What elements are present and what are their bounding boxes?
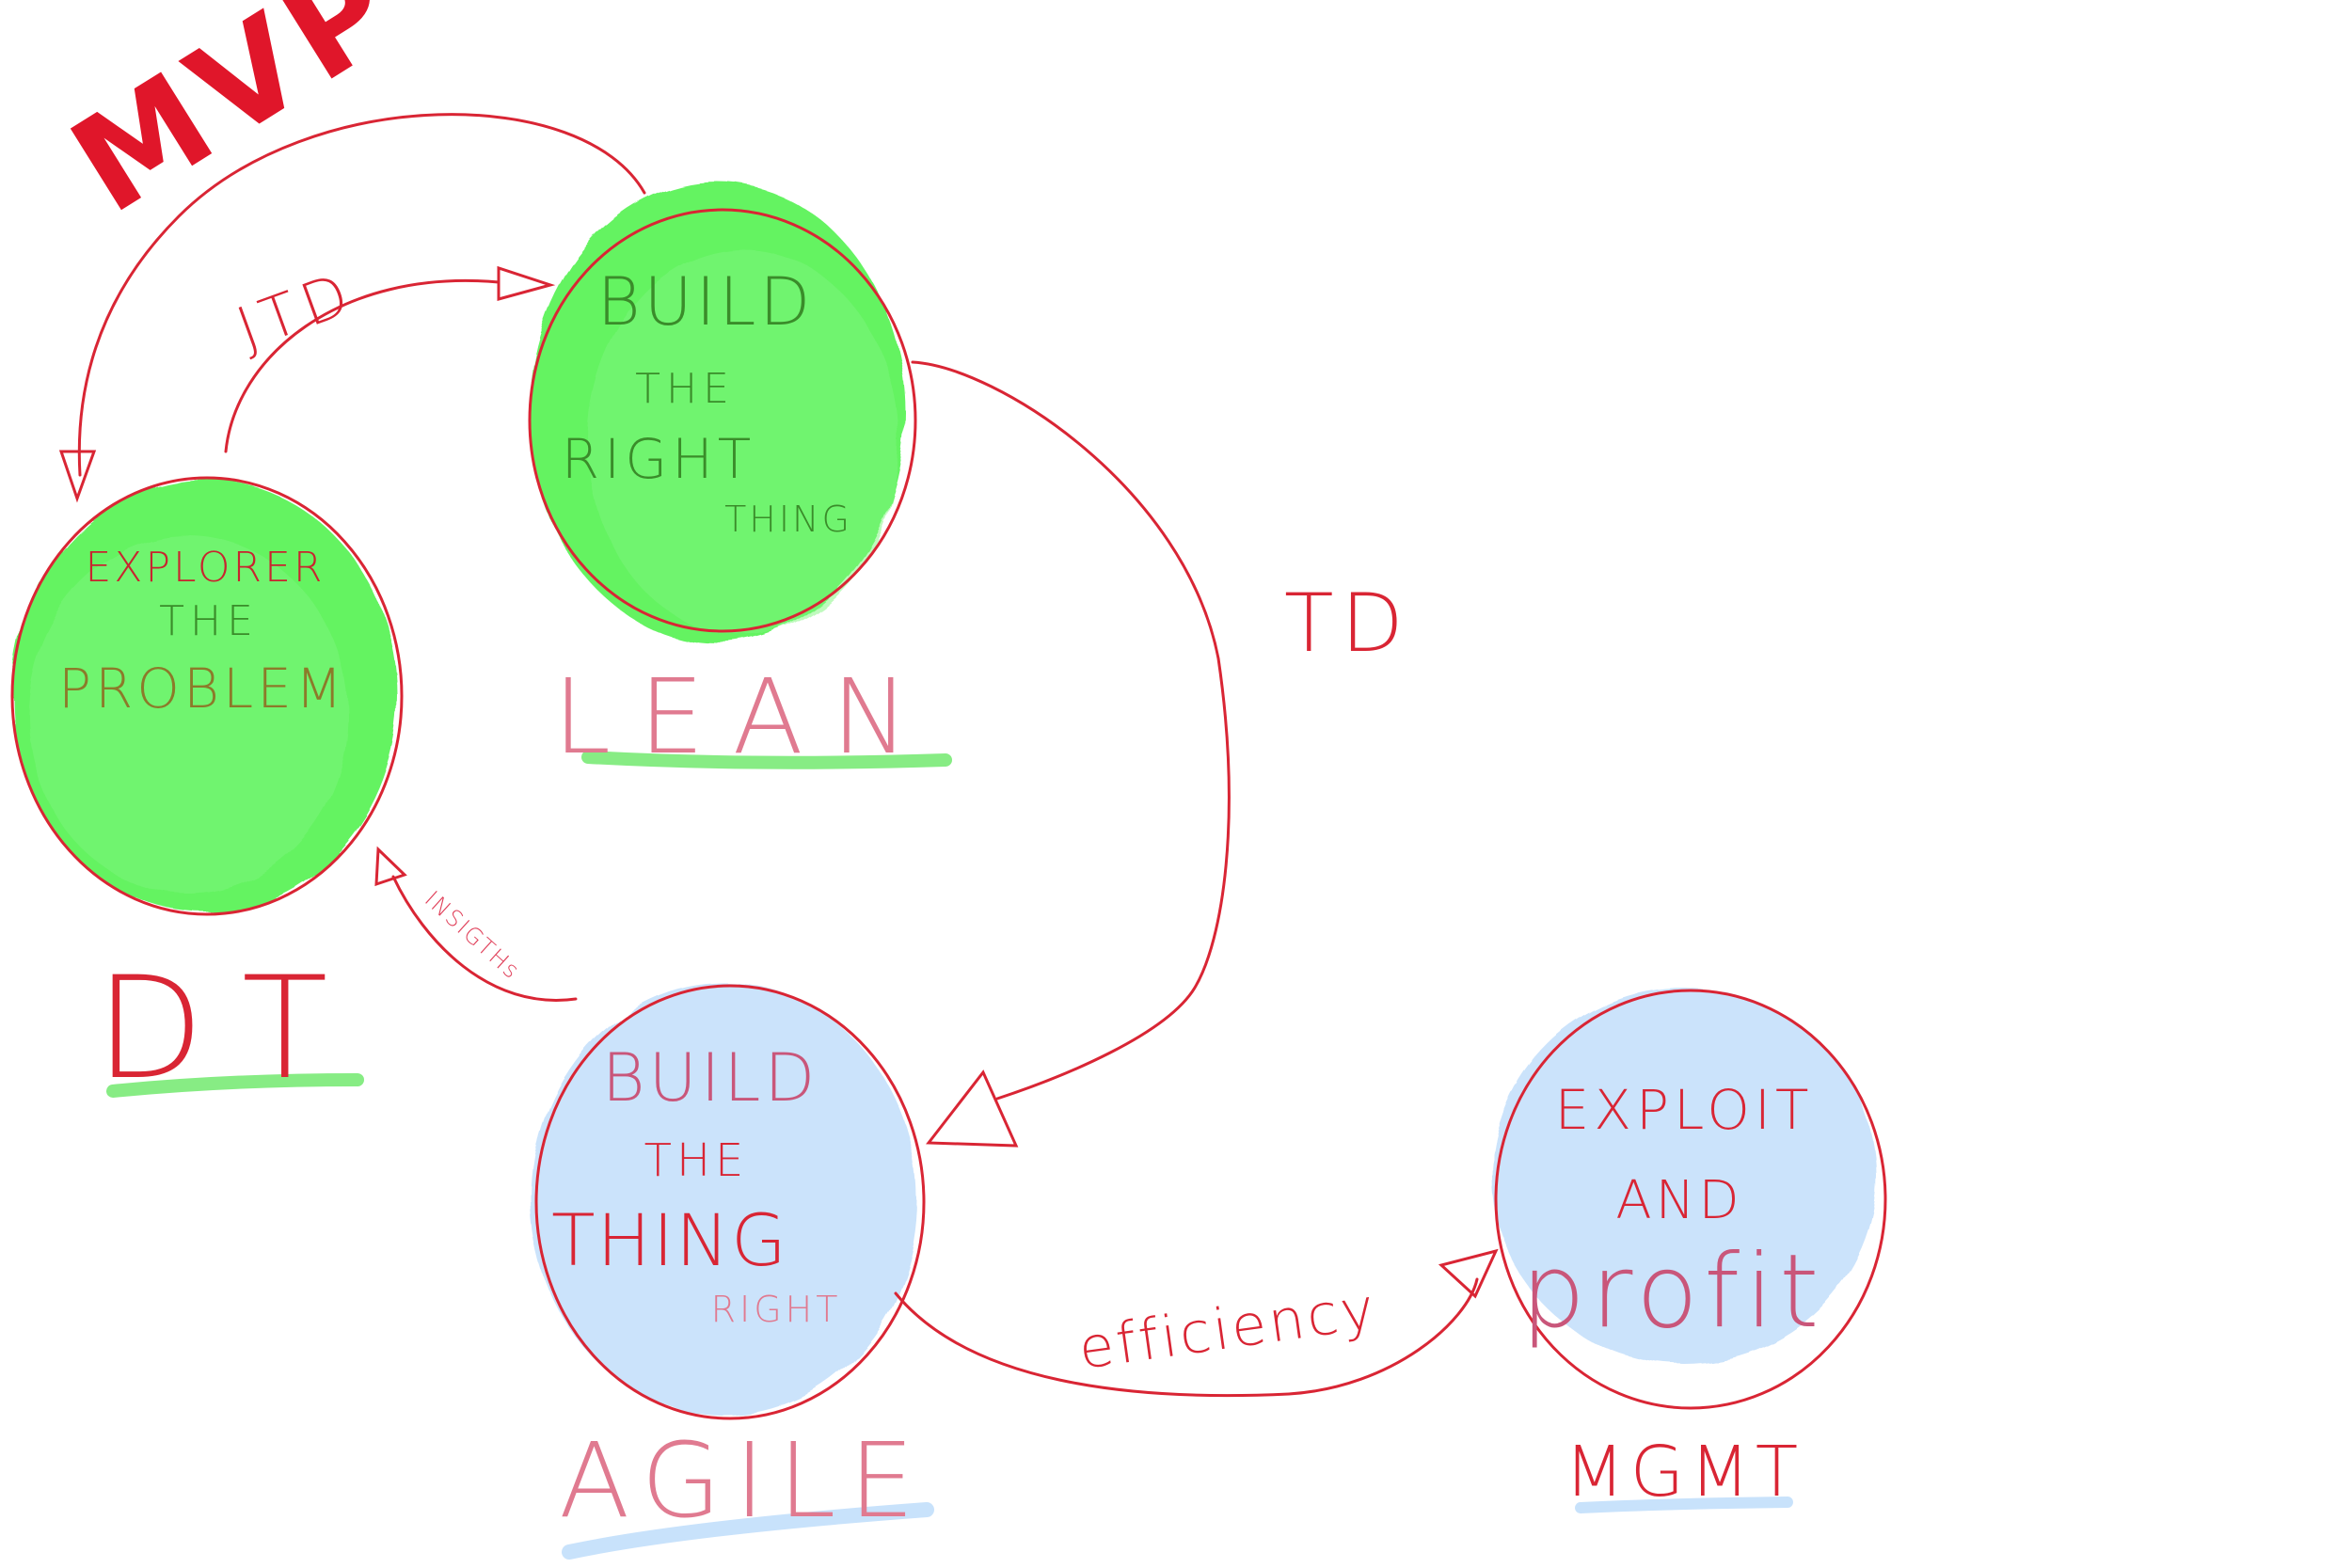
scribble-fills (12, 182, 1877, 1416)
td-arrowhead (926, 1069, 1019, 1148)
jtd-arrow-line (224, 279, 501, 453)
build-right-line-1: BUILD (597, 263, 815, 341)
mgmt-label: MGMT (1565, 1432, 1804, 1513)
exploit-line-1: EXPLOIT (1555, 1078, 1814, 1142)
lean-underline (581, 751, 952, 769)
explorer-line-3: PROBLEM (58, 657, 346, 721)
lean-label: LEAN (553, 657, 937, 777)
td-arrow-line (911, 360, 1231, 1101)
agile-label: AGILE (559, 1420, 928, 1541)
efficiency-arrowhead (1438, 1248, 1499, 1299)
circle-labels: LEAN DT AGILE MGMT (95, 657, 1804, 1541)
circle-build-thing (534, 984, 926, 1420)
efficiency-label: efficiency (1074, 1275, 1381, 1383)
label-underlines (106, 751, 1793, 1560)
mvp-arrowhead (58, 450, 97, 503)
build-thing-line-4: RIGHT (711, 1289, 842, 1330)
build-thing-line-2: THE (644, 1134, 749, 1187)
td-label: TD (1284, 577, 1411, 671)
exploit-text: EXPLOIT AND profit (1520, 1078, 1824, 1351)
circle-build-right (528, 208, 917, 633)
build-right-line-2: THE (635, 365, 735, 413)
build-right-line-3: RIGHT (562, 427, 755, 491)
exploit-line-2: AND (1615, 1170, 1742, 1231)
build-right-line-4: THING (724, 499, 852, 540)
build-thing-text: BUILD THE THING RIGHT (551, 1039, 842, 1330)
blue-scribble-build-thing (532, 983, 917, 1416)
dt-underline (106, 1073, 364, 1098)
circle-explorer (10, 476, 404, 916)
agile-underline (562, 1502, 934, 1560)
insights-arrow-line (391, 875, 578, 1002)
dt-label: DT (95, 947, 365, 1111)
explorer-line-1: EXPLORER (86, 544, 326, 592)
insights-arrowhead (374, 846, 407, 887)
build-right-text: BUILD THE RIGHT THING (562, 263, 852, 540)
green-scribble-explorer (12, 480, 398, 912)
explorer-text: EXPLORER THE PROBLEM (58, 544, 346, 721)
blue-scribble-exploit (1491, 988, 1877, 1364)
efficiency-arrow-line (894, 1277, 1479, 1398)
jtd-arrowhead (497, 265, 556, 301)
green-scribble-build-right (529, 182, 905, 642)
mgmt-underline (1575, 1497, 1793, 1513)
circle-exploit (1494, 989, 1887, 1410)
exploit-line-3: profit (1520, 1233, 1824, 1351)
connectors (58, 113, 1499, 1398)
insights-label: INSIGTHs (420, 886, 526, 985)
build-thing-line-3: THING (551, 1198, 788, 1282)
circle-outlines (10, 208, 1887, 1420)
jtd-label: JTD (228, 258, 364, 363)
mvp-arrow-line (77, 113, 646, 477)
build-thing-line-1: BUILD (602, 1039, 819, 1117)
explorer-line-2: THE (159, 597, 259, 645)
